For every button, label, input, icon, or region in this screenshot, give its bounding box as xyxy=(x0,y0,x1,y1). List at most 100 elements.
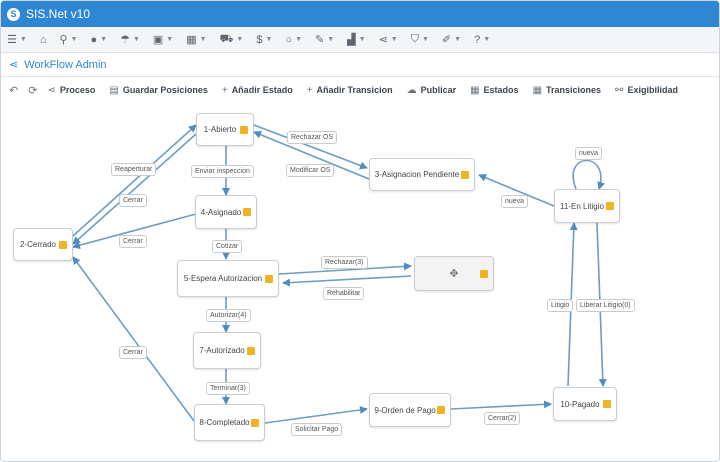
transition-label-cotizar[interactable]: Cotizar xyxy=(212,240,243,253)
cloud-icon: ☁ xyxy=(406,84,417,96)
state-node-label: 5-Espera Autorizacion xyxy=(183,274,263,283)
state-handle[interactable] xyxy=(240,125,248,134)
menu-item-search[interactable]: ⚲▼ xyxy=(59,33,77,46)
undo-button[interactable]: ↶ xyxy=(9,84,18,97)
shield-icon: ⛉ xyxy=(410,33,419,45)
menu-item-pencil[interactable]: ✎▼ xyxy=(315,33,334,46)
state-handle[interactable] xyxy=(251,418,259,427)
transition-label-autorizar-4[interactable]: Autorizar(4) xyxy=(206,309,251,322)
menu-item-help[interactable]: ?▼ xyxy=(474,34,490,46)
share-icon: ⋖ xyxy=(378,34,388,46)
state-handle[interactable] xyxy=(265,274,273,283)
menu-item-grid[interactable]: ▦▼ xyxy=(186,33,206,46)
menu-item-umbrella[interactable]: ☂▼ xyxy=(120,33,140,46)
truck-icon: ⛟ xyxy=(219,32,234,45)
chevron-down-icon: ▼ xyxy=(454,36,462,43)
chevron-down-icon: ▼ xyxy=(327,36,335,43)
edge-nueva-loop xyxy=(572,159,605,190)
transition-label-modificar-os[interactable]: Modificar OS xyxy=(286,164,335,177)
transition-label-nueva[interactable]: nueva xyxy=(501,195,529,208)
transition-label-liberar-litigio[interactable]: Liberar Litigio(0) xyxy=(576,299,635,312)
exigibilidad-label: Exigibilidad xyxy=(627,85,678,95)
menu-item-menu[interactable]: ☰▼ xyxy=(7,33,27,46)
anadir-estado-label: Añadir Estado xyxy=(231,85,293,95)
menu-item-home[interactable]: ⌂ xyxy=(40,34,47,46)
state-node-autorizado[interactable]: 7-Autorizado xyxy=(193,332,261,369)
menu-item-chart[interactable]: ▟▼ xyxy=(347,33,365,46)
anadir-transicion-button[interactable]: +Añadir Transicion xyxy=(307,85,393,96)
state-node-label: 7-Autorizado xyxy=(199,346,245,355)
state-handle[interactable] xyxy=(247,346,255,355)
chevron-down-icon: ▼ xyxy=(132,36,140,43)
state-handle[interactable] xyxy=(59,240,67,249)
publicar-button[interactable]: ☁Publicar xyxy=(407,85,457,96)
state-node-label: 10-Pagado xyxy=(560,399,600,409)
chevron-down-icon: ▼ xyxy=(19,36,27,43)
exigibilidad-button[interactable]: ⚯Exigibilidad xyxy=(615,85,678,96)
edge-rechazar-os xyxy=(253,124,368,170)
guardar-posiciones-button[interactable]: ▤Guardar Posiciones xyxy=(109,85,207,96)
transition-label-reaperturar[interactable]: Reaperturar xyxy=(111,163,157,176)
state-handle[interactable] xyxy=(243,208,251,216)
transition-label-enviar-inspeccion[interactable]: Enviar inspeccion xyxy=(191,165,254,178)
menu-item-dollar[interactable]: $▼ xyxy=(256,34,272,46)
proceso-label: Proceso xyxy=(59,85,96,95)
transition-label-cerrar[interactable]: Cerrar xyxy=(119,194,147,207)
state-handle[interactable] xyxy=(480,269,488,278)
save-icon: ▤ xyxy=(109,84,119,96)
anadir-estado-button[interactable]: +Añadir Estado xyxy=(222,85,293,96)
estados-button[interactable]: ▦Estados xyxy=(470,85,518,96)
state-node-selected[interactable]: ✥ xyxy=(414,256,494,291)
workflow-toolbar: ↶ ⟳ ⋖Proceso ▤Guardar Posiciones +Añadir… xyxy=(1,79,719,101)
menu-item-truck[interactable]: ⛟▼ xyxy=(220,33,244,47)
sitemap-icon: ⚯ xyxy=(615,84,624,96)
transition-label-rechazar-os[interactable]: Rechazar OS xyxy=(287,131,338,144)
state-node-pagado[interactable]: 10-Pagado xyxy=(553,387,617,421)
state-node-label: 3-Asignacion Pendiente xyxy=(374,170,460,179)
circle-icon: ○ xyxy=(285,33,293,46)
menu-item-share[interactable]: ⋖▼ xyxy=(379,33,398,46)
state-node-label: 4-Asignado xyxy=(200,207,242,217)
grid-icon: ▦ xyxy=(186,34,197,46)
refresh-button[interactable]: ⟳ xyxy=(28,84,37,97)
workflow-canvas[interactable]: 1-Abierto 2-Cerrado 3-Asignacion Pendien… xyxy=(1,101,719,461)
state-handle[interactable] xyxy=(606,202,614,210)
menu-item-shield[interactable]: ⛉▼ xyxy=(411,33,429,46)
transition-label-rehabilitar[interactable]: Rehabilitar xyxy=(323,287,365,300)
transition-label-nueva-loop[interactable]: nueva xyxy=(575,147,603,160)
plus-icon: + xyxy=(221,84,228,96)
state-node-abierto[interactable]: 1-Abierto xyxy=(196,113,254,146)
state-node-asignado[interactable]: 4-Asignado xyxy=(195,195,257,229)
state-node-completado[interactable]: 8-Completado xyxy=(194,404,265,441)
menu-item-circle[interactable]: ○▼ xyxy=(285,34,302,46)
publicar-label: Publicar xyxy=(420,85,457,95)
edge-solicitar-pago xyxy=(264,405,368,424)
proceso-button[interactable]: ⋖Proceso xyxy=(47,85,95,96)
state-handle[interactable] xyxy=(461,170,469,179)
breadcrumb-label[interactable]: WorkFlow Admin xyxy=(24,58,107,71)
state-handle[interactable] xyxy=(437,406,445,414)
state-node-cerrado[interactable]: 2-Cerrado xyxy=(13,228,73,261)
title-bar: S SIS.Net v10 xyxy=(1,1,719,27)
state-handle[interactable] xyxy=(603,400,611,408)
state-node-orden-de-pago[interactable]: 9-Orden de Pago xyxy=(369,393,451,427)
menu-item-box[interactable]: ▣▼ xyxy=(153,33,173,46)
state-node-espera-autorizacion[interactable]: 5-Espera Autorizacion xyxy=(177,260,279,297)
transition-label-cerrar[interactable]: Cerrar xyxy=(119,235,147,248)
state-node-asignacion-pendiente[interactable]: 3-Asignacion Pendiente xyxy=(369,158,475,191)
transiciones-button[interactable]: ▦Transiciones xyxy=(533,85,601,96)
transition-label-cerrar-2[interactable]: Cerrar(2) xyxy=(484,412,521,425)
search-icon: ⚲ xyxy=(59,34,68,46)
edge-reaperturar xyxy=(72,124,197,237)
plus-icon: + xyxy=(306,84,313,96)
state-node-en-litigio[interactable]: 11-En Litigio xyxy=(554,189,620,223)
chart-icon: ▟ xyxy=(347,34,356,46)
transition-label-terminar-3[interactable]: Terminar(3) xyxy=(206,382,250,395)
transition-label-rechazar-3[interactable]: Rechazar(3) xyxy=(321,256,368,269)
transition-label-cerrar[interactable]: Cerrar xyxy=(119,346,147,359)
menu-item-user[interactable]: ●▼ xyxy=(90,34,107,46)
transition-label-litigio[interactable]: Litigio xyxy=(547,299,574,312)
menu-item-wrench[interactable]: ✐▼ xyxy=(442,33,461,46)
transition-label-solicitar-pago[interactable]: Solicitar Pago xyxy=(291,423,343,436)
